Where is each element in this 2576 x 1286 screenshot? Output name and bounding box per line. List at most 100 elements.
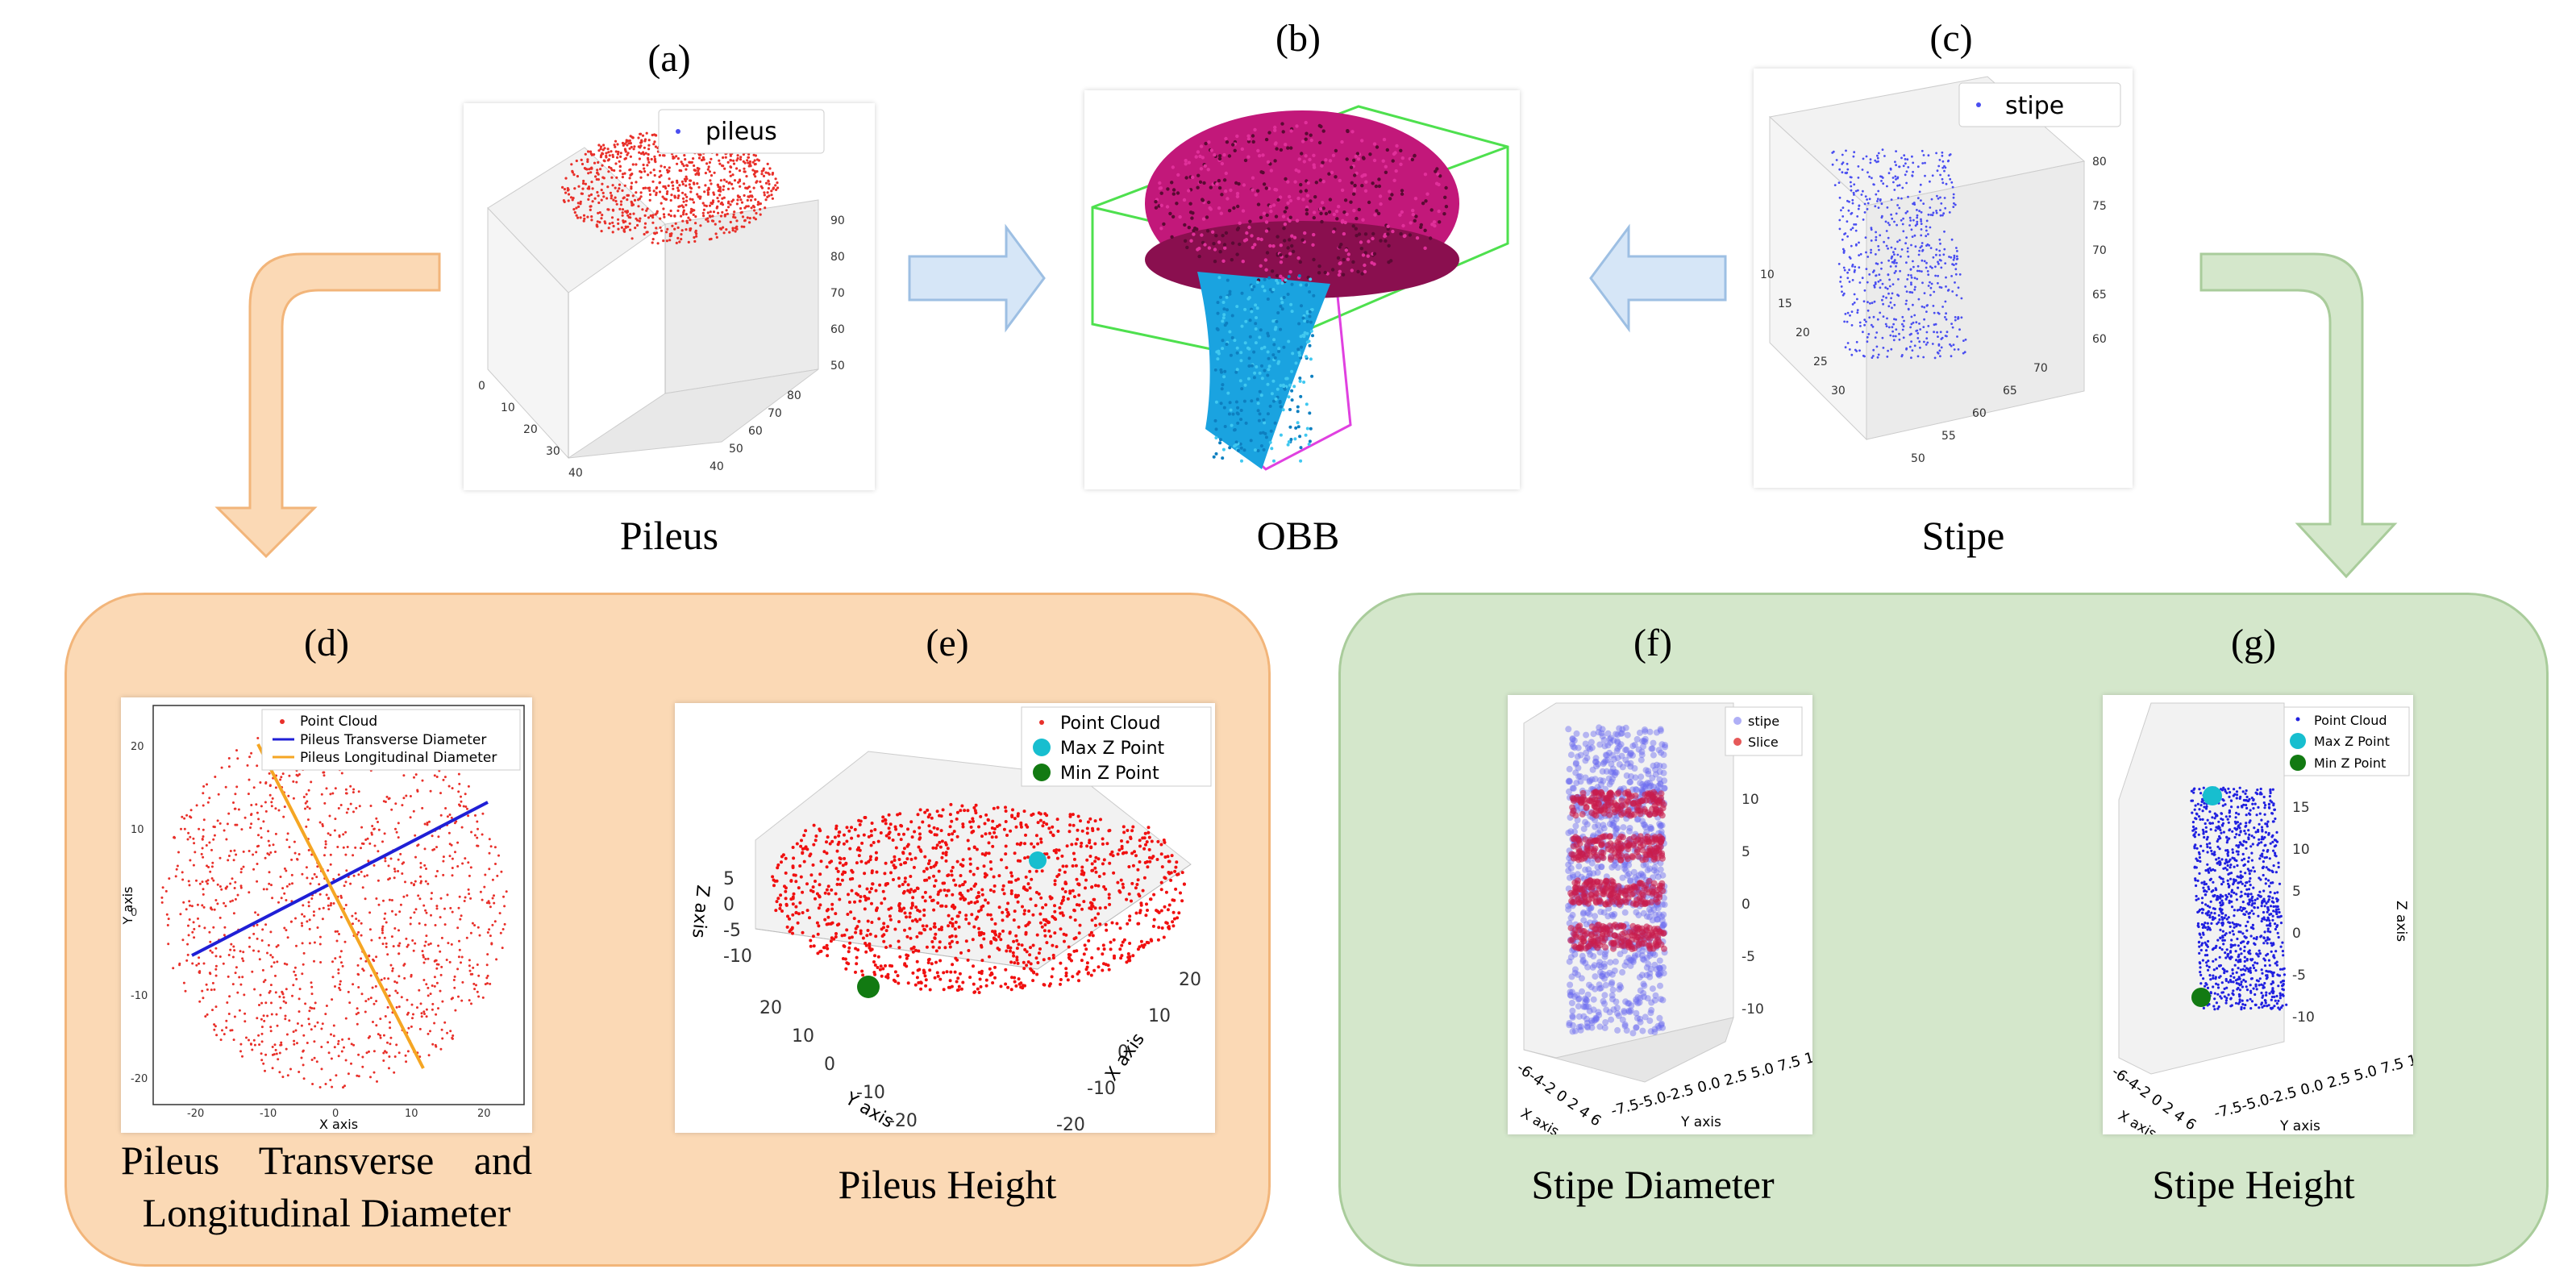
cloud-point [961, 883, 965, 886]
cloud-point [1848, 200, 1850, 203]
cloud-point [337, 1043, 339, 1046]
cloud-point [601, 164, 604, 167]
cloud-point [431, 892, 433, 895]
cloud-point [864, 943, 868, 947]
cloud-point [1019, 981, 1023, 985]
cloud-point [435, 875, 438, 878]
caption-pileus-height: Pileus Height [838, 1162, 1057, 1207]
cloud-point [618, 187, 621, 190]
cloud-point [313, 872, 316, 876]
cloud-point [1239, 418, 1243, 422]
cloud-point [1150, 839, 1154, 843]
cloud-point [1878, 248, 1880, 252]
cloud-point [318, 821, 322, 824]
cloud-point [847, 950, 851, 954]
cloud-point [647, 144, 651, 147]
cloud-point [1247, 364, 1251, 368]
cloud-point [1866, 208, 1869, 210]
cloud-point [1276, 235, 1280, 239]
cloud-point [1136, 922, 1140, 926]
cloud-point [1104, 922, 1108, 926]
cloud-point [935, 971, 939, 975]
cloud-point [1866, 198, 1868, 201]
cloud-point [1321, 160, 1325, 164]
cloud-point [225, 838, 228, 841]
cloud-point [854, 947, 858, 951]
cloud-point [1240, 324, 1244, 328]
cloud-point [453, 975, 456, 978]
cloud-point [298, 1071, 301, 1073]
cloud-point [346, 846, 349, 848]
cloud-point [1925, 266, 1928, 269]
cloud-point [1362, 173, 1366, 177]
cloud-point [912, 865, 916, 869]
cloud-point [1374, 184, 1379, 189]
cloud-point [1024, 833, 1027, 837]
cloud-point [1927, 213, 1930, 216]
cloud-point [640, 139, 643, 142]
cloud-point [1309, 427, 1313, 431]
cloud-point [1933, 311, 1936, 314]
cloud-point [959, 891, 963, 895]
cloud-point [753, 169, 756, 173]
cloud-point [643, 170, 647, 173]
cloud-point [864, 898, 868, 902]
cloud-point [402, 774, 406, 777]
cloud-point [1944, 206, 1947, 210]
cloud-point [684, 180, 687, 183]
cloud-point [425, 911, 428, 914]
cloud-point [643, 138, 647, 141]
cloud-point [874, 934, 878, 938]
cloud-point [936, 901, 940, 905]
cloud-point [307, 905, 310, 908]
cloud-point [1050, 975, 1054, 979]
cloud-point [1308, 290, 1312, 293]
cloud-point [236, 893, 239, 897]
cloud-point [327, 832, 330, 835]
cloud-point [1909, 268, 1912, 271]
cloud-point [449, 906, 452, 909]
cloud-point [873, 954, 876, 958]
cloud-point [1351, 224, 1355, 228]
cloud-point [845, 839, 849, 843]
cloud-point [1846, 235, 1849, 238]
cloud-point [1954, 316, 1957, 318]
cloud-point [1046, 920, 1050, 924]
cloud-point [1086, 820, 1090, 824]
cloud-point [814, 839, 818, 843]
cloud-point [818, 895, 822, 899]
cloud-point [1950, 323, 1953, 325]
cloud-point [1854, 243, 1858, 247]
cloud-point [238, 1009, 241, 1012]
cloud-point [281, 887, 285, 890]
cloud-point [216, 883, 219, 886]
cloud-point [1276, 387, 1280, 391]
cloud-point [1259, 393, 1263, 397]
cloud-point [1317, 264, 1321, 268]
cloud-point [1880, 261, 1883, 264]
cloud-point [308, 807, 311, 810]
cloud-point [1312, 293, 1316, 298]
cloud-point [227, 1013, 231, 1015]
cloud-point [747, 156, 750, 159]
cloud-point [260, 826, 263, 830]
cloud-point [857, 854, 861, 858]
cloud-point [1847, 209, 1850, 212]
cloud-point [202, 893, 205, 896]
cloud-point [275, 1052, 278, 1055]
cloud-point [1060, 854, 1064, 858]
cloud-point [844, 861, 848, 865]
cloud-point [160, 901, 164, 904]
cloud-point [1321, 180, 1325, 184]
cloud-point [1068, 814, 1072, 818]
cloud-point [1883, 240, 1885, 243]
cloud-point [458, 782, 461, 785]
cloud-point [912, 889, 916, 893]
cloud-point [229, 948, 232, 951]
cloud-point [1037, 811, 1041, 815]
cloud-point [943, 889, 947, 892]
cloud-point [683, 154, 686, 157]
cloud-point [1862, 157, 1865, 160]
cloud-point [987, 841, 991, 845]
cloud-point [1862, 189, 1864, 193]
